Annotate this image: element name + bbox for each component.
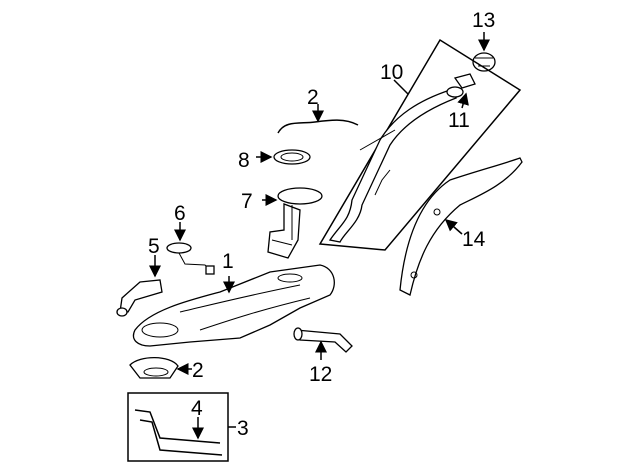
callout-1: 1 (222, 250, 234, 273)
filler-group-outline (318, 38, 522, 251)
callout-9: 2 (307, 86, 319, 109)
wire-harness[interactable] (277, 119, 359, 134)
fuel-pump-module[interactable] (267, 187, 323, 259)
callout-2: 2 (192, 359, 204, 382)
callout-13: 13 (472, 9, 495, 32)
callout-8: 8 (238, 149, 250, 172)
callout-10: 10 (380, 61, 403, 84)
fuel-cap[interactable] (472, 52, 496, 72)
callout-11: 11 (448, 109, 470, 132)
tank-strap[interactable] (134, 409, 223, 456)
callout-6: 6 (174, 202, 186, 225)
heat-shield[interactable] (399, 157, 523, 296)
callout-7: 7 (241, 190, 253, 213)
callout-5: 5 (148, 235, 160, 258)
fuel-tank[interactable] (132, 264, 335, 347)
callout-4: 4 (191, 397, 203, 420)
filler-hose[interactable] (293, 327, 353, 353)
hose[interactable] (116, 279, 163, 317)
callout-12: 12 (309, 363, 332, 386)
filler-pipe[interactable] (328, 73, 476, 243)
callout-3: 3 (237, 417, 249, 440)
lock-ring[interactable] (273, 149, 311, 165)
fuel-gauge-sender[interactable] (166, 242, 215, 275)
callout-14: 14 (462, 228, 486, 251)
tank-cap-protector[interactable] (129, 356, 179, 379)
